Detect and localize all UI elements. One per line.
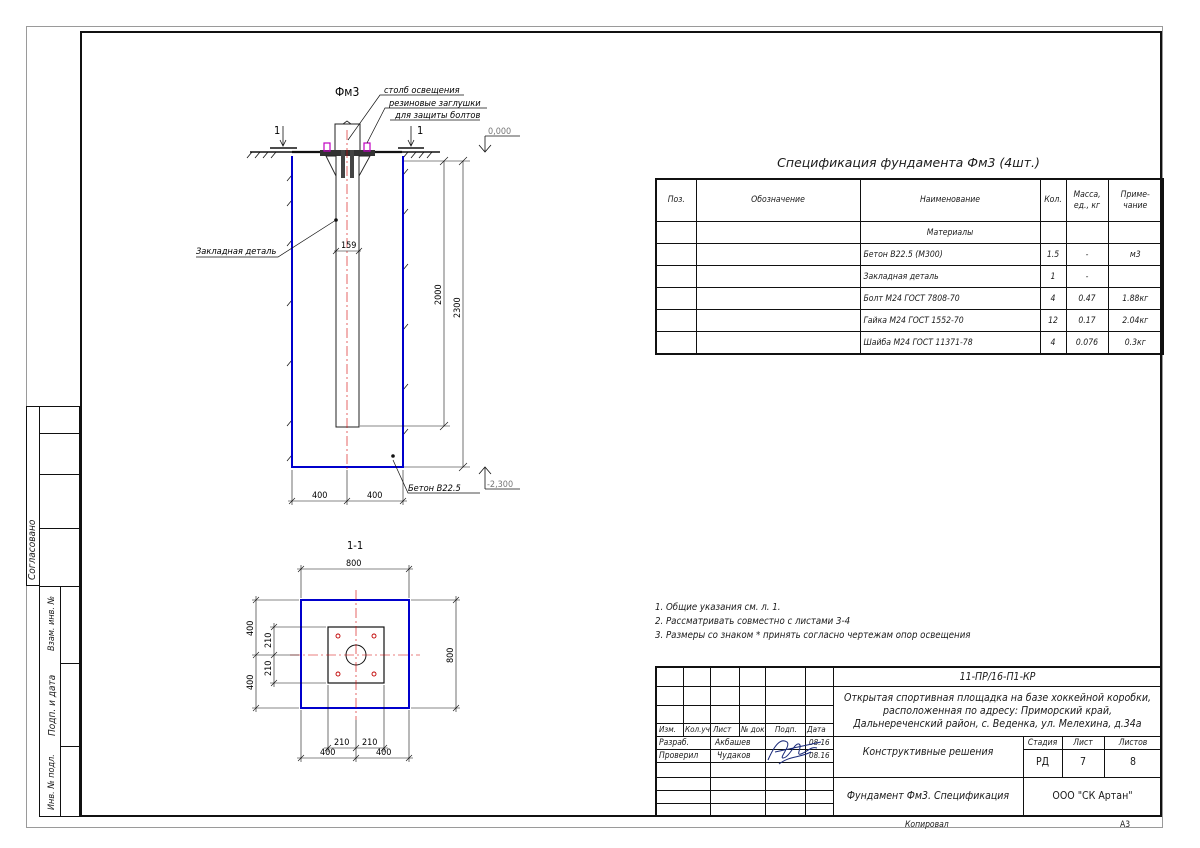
- label-bolt-protection: для защиты болтов: [394, 110, 480, 121]
- spec-cell-note: 2.04кг: [1107, 309, 1164, 332]
- spec-cell-name: Закладная деталь: [859, 265, 1041, 288]
- sheet-label: Лист: [1073, 738, 1093, 748]
- dim-2300: 2300: [453, 297, 463, 318]
- col-list: Лист: [713, 725, 732, 734]
- spec-cell-mass: 0.17: [1065, 309, 1109, 332]
- organization: ООО "СК Артан": [1052, 790, 1133, 802]
- role-checker: Проверил: [659, 751, 699, 761]
- col-sign: Подп.: [775, 725, 797, 734]
- col-ndoc: № док: [741, 725, 765, 734]
- note-item: 2. Рассматривать совместно с листами 3-4: [655, 616, 851, 627]
- plan-dim-800-top: 800: [346, 559, 361, 569]
- spec-table: Поз. Обозначение Наименование Кол. Масса…: [655, 178, 1164, 355]
- spec-section-row: Материалы: [655, 221, 1164, 244]
- plan-dim-400-lower: 400: [246, 675, 256, 690]
- spec-cell-qty: 4: [1039, 331, 1067, 355]
- dim-159: 159: [341, 241, 356, 251]
- spec-header-name: Наименование: [859, 178, 1041, 222]
- col-kol: Кол.уч: [685, 725, 710, 734]
- table-row: Бетон В22.5 (М300) 1.5 - м3: [655, 243, 1164, 266]
- drawing-frame: [80, 31, 1162, 817]
- spec-header-designation: Обозначение: [695, 178, 861, 222]
- spec-cell-mass: 0.076: [1065, 331, 1109, 355]
- dim-400-right: 400: [367, 491, 382, 501]
- spec-cell-qty: 1: [1039, 265, 1067, 288]
- section-title: 1-1: [347, 539, 363, 552]
- label-pole: столб освещения: [384, 85, 460, 96]
- title-block: 11-ПР/16-П1-КР Открытая спортивная площа…: [655, 666, 1162, 817]
- table-row: Гайка М24 ГОСТ 1552-70 12 0.17 2.04кг: [655, 309, 1164, 332]
- col-izm: Изм.: [659, 725, 676, 734]
- label-embedded-detail: Закладная деталь: [196, 246, 276, 257]
- col-date: Дата: [807, 725, 826, 734]
- spec-cell-mass: 0.47: [1065, 287, 1109, 310]
- table-row: Шайба М24 ГОСТ 11371-78 4 0.076 0.3кг: [655, 331, 1164, 355]
- stage-value: РД: [1035, 756, 1050, 768]
- plan-dim-800-right: 800: [446, 648, 456, 663]
- plan-dim-400-bottom-right: 400: [376, 748, 391, 758]
- drawing-title: Фм3: [335, 85, 359, 99]
- spec-header-pos: Поз.: [655, 178, 697, 222]
- sheet-value: 7: [1079, 756, 1086, 768]
- table-row: Закладная деталь 1 -: [655, 265, 1164, 288]
- signature-icon: [767, 740, 822, 765]
- note-item: 1. Общие указания см. л. 1.: [655, 602, 781, 613]
- label-rubber-caps: резиновые заглушки: [388, 98, 481, 109]
- object-name: Открытая спортивная площадка на базе хок…: [833, 692, 1162, 731]
- spec-cell-name: Гайка М24 ГОСТ 1552-70: [859, 309, 1041, 332]
- spec-cell-name: Болт М24 ГОСТ 7808-70: [859, 287, 1041, 310]
- section-name: Конструктивные решения: [862, 746, 994, 758]
- object-line: Открытая спортивная площадка на базе хок…: [844, 692, 1151, 704]
- plan-dim-400-upper: 400: [246, 621, 256, 636]
- plan-dim-210-lower: 210: [264, 661, 274, 676]
- spec-section-label: Материалы: [859, 221, 1041, 244]
- copied-label: Копировал: [905, 820, 949, 830]
- note-item: 3. Размеры со знаком * принять согласно …: [655, 630, 971, 641]
- format-label: А3: [1120, 820, 1131, 830]
- sheets-label: Листов: [1118, 738, 1148, 748]
- object-line: расположенная по адресу: Приморский край…: [883, 705, 1112, 717]
- label-concrete: Бетон В22.5: [408, 483, 461, 494]
- spec-cell-note: [1107, 265, 1164, 288]
- role-developer: Разраб.: [659, 738, 690, 748]
- table-row: Болт М24 ГОСТ 7808-70 4 0.47 1.88кг: [655, 287, 1164, 310]
- spec-cell-name: Шайба М24 ГОСТ 11371-78: [859, 331, 1041, 355]
- general-notes: 1. Общие указания см. л. 1. 2. Рассматри…: [655, 601, 971, 643]
- dim-400-left: 400: [312, 491, 327, 501]
- spec-cell-mass: -: [1065, 243, 1109, 266]
- spec-cell-name: Бетон В22.5 (М300): [859, 243, 1041, 266]
- plan-dim-400-bottom-left: 400: [320, 748, 335, 758]
- spec-cell-qty: 12: [1039, 309, 1067, 332]
- plan-dim-210-left: 210: [334, 738, 349, 748]
- sheet-title: Фундамент Фм3. Спецификация: [846, 790, 1010, 802]
- spec-cell-note: 1.88кг: [1107, 287, 1164, 310]
- spec-header-mass: Масса, ед., кг: [1065, 178, 1109, 222]
- spec-cell-qty: 4: [1039, 287, 1067, 310]
- name-checker: Чудаков: [717, 751, 751, 761]
- spec-cell-qty: 1.5: [1039, 243, 1067, 266]
- spec-title: Спецификация фундамента Фм3 (4шт.): [777, 155, 1040, 170]
- plan-dim-210-upper: 210: [264, 633, 274, 648]
- stage-label: Стадия: [1027, 738, 1058, 748]
- doc-code: 11-ПР/16-П1-КР: [959, 671, 1036, 683]
- cut-mark-left: 1: [274, 124, 280, 137]
- side-stamp: Согласовано Взам. инв. № Подп. и дата Ин…: [26, 406, 80, 817]
- level-top: 0,000: [488, 127, 511, 137]
- sheets-value: 8: [1129, 756, 1136, 768]
- cut-mark-right: 1: [417, 124, 423, 137]
- spec-cell-note: м3: [1107, 243, 1164, 266]
- object-line: Дальнереченский район, с. Веденка, ул. М…: [853, 718, 1142, 730]
- name-developer: Акбашев: [715, 738, 751, 748]
- spec-header-note: Приме- чание: [1107, 178, 1164, 222]
- date-checker: 08.16: [809, 751, 830, 760]
- spec-cell-mass: -: [1065, 265, 1109, 288]
- plan-dim-210-right: 210: [362, 738, 377, 748]
- spec-cell-note: 0.3кг: [1107, 331, 1164, 355]
- spec-header-qty: Кол.: [1039, 178, 1067, 222]
- dim-2000: 2000: [434, 284, 444, 305]
- level-bottom: -2,300: [487, 480, 513, 490]
